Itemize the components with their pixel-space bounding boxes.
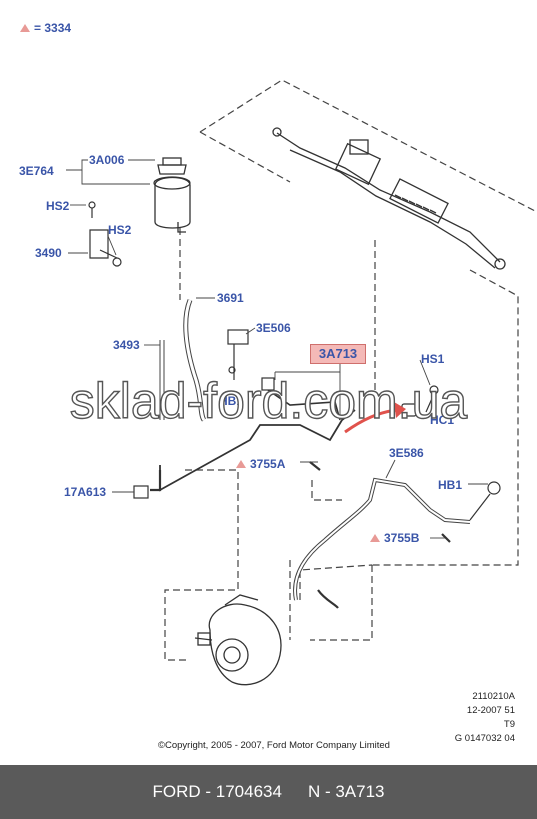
label-3755b: 3755B [370,531,419,545]
pump [194,594,282,686]
reservoir [153,157,191,233]
label-17a613: 17A613 [64,485,107,499]
triangle-icon [370,534,380,542]
meta-line-2: 12-2007 51 [466,705,515,716]
label-hs1: HS1 [421,352,445,366]
triangle-icon [236,460,246,468]
label-3691: 3691 [217,291,244,305]
label-3755a: 3755A [236,457,285,471]
dashed-outline [164,79,537,661]
label-hb1: HB1 [438,478,463,492]
label-3e506: 3E506 [256,321,291,335]
label-hs2-lower: HS2 [108,223,132,237]
drawing-meta: 2110210A 12-2007 51 T9 G 0147032 04 [455,690,515,746]
red-arrow [344,402,406,434]
steering-gear [272,127,506,270]
label-3755a-text: 3755A [250,457,286,471]
watermark: sklad-ford.com.ua [69,372,468,429]
meta-line-4: G 0147032 04 [454,733,515,744]
footer-part: N - 3A713 [307,782,385,801]
triangle-icon [20,24,30,32]
label-3e586: 3E586 [389,446,424,460]
label-3490: 3490 [35,246,62,260]
meta-line-1: 2110210A [472,691,515,702]
footer-brand: FORD - 1704634 [152,782,282,801]
label-3a006: 3A006 [89,153,125,167]
label-3755b-text: 3755B [384,531,420,545]
label-hb-mid: HB1 [219,394,244,408]
copyright-text: ©Copyright, 2005 - 2007, Ford Motor Comp… [158,740,390,751]
label-hc1: HC1 [430,413,455,427]
leader-lines [66,159,488,539]
label-hs2-upper: HS2 [46,199,70,213]
label-3e764: 3E764 [19,164,54,178]
highlighted-part-label: 3A713 [310,344,366,364]
legend-text: = 3334 [34,21,72,35]
exploded-diagram [66,79,537,686]
label-3493: 3493 [113,338,140,352]
footer-bar: FORD - 1704634 N - 3A713 [0,765,537,819]
meta-line-3: T9 [503,719,515,730]
legend: = 3334 [20,21,71,35]
hoses [150,299,471,609]
